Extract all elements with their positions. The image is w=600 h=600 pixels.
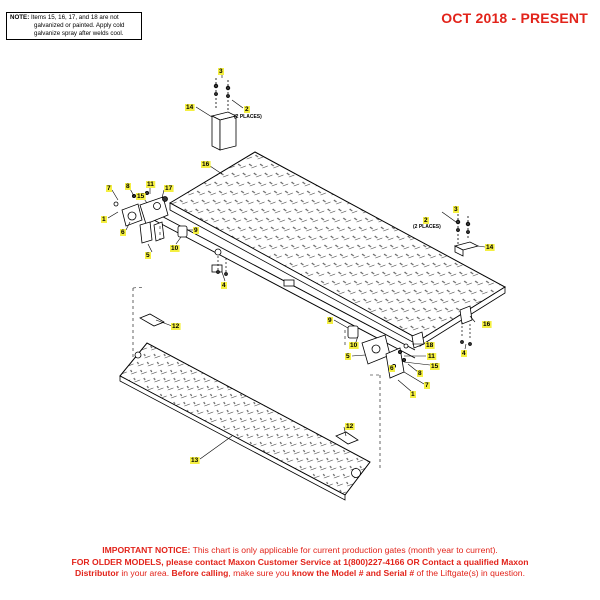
callout-highlight: [389, 365, 395, 372]
callout-highlight: [190, 457, 200, 464]
callout-highlight: [244, 106, 250, 113]
callout-highlight: [453, 206, 459, 213]
callout-highlight: [106, 185, 112, 192]
hinge-pins: [139, 313, 359, 445]
callout-12-bottom: 12: [346, 423, 354, 430]
notice-line-2: FOR OLDER MODELS, please contact Maxon C…: [0, 557, 600, 569]
stow-brackets: [210, 78, 480, 257]
callout-6-right: 6: [390, 365, 394, 372]
callout-highlight: [164, 185, 174, 192]
callout-highlight: [461, 350, 467, 357]
callout-9-left: 9: [194, 227, 198, 234]
callout-highlight: [193, 227, 199, 234]
callout-highlight: [427, 353, 437, 360]
left-hinge-assembly: [113, 190, 188, 244]
callout-highlight: [136, 193, 146, 200]
callout-highlight: [221, 282, 227, 289]
callout-11-left: 11: [147, 181, 154, 188]
callout-labels: 3 2 (2 PLACES) 14 16 7 8 11 15 17 1 6 5 …: [101, 68, 495, 464]
note-text-1: Items 15, 16, 17, and 18 are not: [30, 14, 119, 21]
callout-18: 18: [426, 342, 434, 349]
callout-16-right: 16: [483, 321, 491, 328]
callout-highlight: [170, 245, 180, 252]
date-range-title: OCT 2018 - PRESENT: [441, 10, 588, 26]
callout-highlight: [171, 323, 181, 330]
callout-14-left: 14: [186, 104, 194, 111]
assembly-lines: [132, 226, 381, 470]
notice-line-2-text: FOR OLDER MODELS, please contact Maxon C…: [71, 556, 529, 567]
callout-highlight: [345, 353, 351, 360]
callout-7-right: 7: [425, 382, 429, 389]
note-line-1: NOTE: Items 15, 16, 17, and 18 are not: [10, 14, 138, 22]
callout-17: 17: [165, 185, 173, 192]
notice-line-3: Distributor in your area. Before calling…: [0, 568, 600, 580]
callout-13: 13: [191, 457, 199, 464]
callout-4-left: 4: [222, 282, 226, 289]
notice-line-3-c: of the Liftgate(s) in question.: [414, 568, 525, 578]
notice-line-1: IMPORTANT NOTICE: This chart is only app…: [0, 545, 600, 557]
callout-12-top: 12: [172, 323, 180, 330]
callout-14-right: 14: [486, 244, 494, 251]
right-hinge-assembly: [211, 248, 473, 379]
callout-8-left: 8: [126, 183, 130, 190]
callout-9-right: 9: [328, 317, 332, 324]
callout-highlight: [145, 252, 151, 259]
callout-highlight: [146, 181, 156, 188]
callout-5-right: 5: [346, 353, 350, 360]
callout-15-left: 15: [137, 193, 145, 200]
callout-11-right: 11: [428, 353, 435, 360]
callout-highlight: [482, 321, 492, 328]
callout-highlight: [425, 342, 435, 349]
callout-highlight: [485, 244, 495, 251]
callout-15-right: 15: [431, 363, 439, 370]
callout-highlight: [218, 68, 224, 75]
notice-before-calling: Before calling: [171, 568, 229, 578]
callout-3-right: 3: [454, 206, 458, 213]
callout-highlight: [120, 229, 126, 236]
notice-heading: IMPORTANT NOTICE:: [102, 545, 191, 555]
callout-16-top: 16: [202, 161, 210, 168]
callout-2-right: 2: [424, 217, 428, 224]
callout-highlight: [349, 342, 359, 349]
callout-highlight: [417, 370, 423, 377]
note-box: NOTE: Items 15, 16, 17, and 18 are not g…: [6, 12, 142, 40]
flipover-platform: [119, 342, 371, 501]
note-text-2: galvanized or painted. Apply cold: [34, 22, 125, 29]
callout-highlight: [185, 104, 195, 111]
notice-distributor: Distributor: [75, 568, 119, 578]
notice-line-3-a: in your area.: [118, 568, 172, 578]
callout-8-right: 8: [418, 370, 422, 377]
callout-highlight: [201, 161, 211, 168]
note-label: NOTE:: [10, 14, 30, 21]
callout-highlight: [345, 423, 355, 430]
callout-10-left: 10: [171, 245, 179, 252]
callout-highlight: [424, 382, 430, 389]
notice-line-1-text: This chart is only applicable for curren…: [190, 545, 498, 555]
callout-highlight: [423, 217, 429, 224]
callout-3-top-left: 3: [219, 68, 223, 75]
callout-6-left: 6: [121, 229, 125, 236]
callout-10-right: 10: [350, 342, 358, 349]
callout-highlight: [327, 317, 333, 324]
notice-model-serial: know the Model # and Serial #: [291, 568, 415, 578]
important-notice: IMPORTANT NOTICE: This chart is only app…: [0, 545, 600, 580]
callout-highlight: [410, 391, 416, 398]
callout-1-left: 1: [102, 216, 106, 223]
callout-2-top-left: 2: [245, 106, 249, 113]
callout-places-top-left: (2 PLACES): [234, 114, 262, 120]
callout-highlight: [430, 363, 440, 370]
callout-7-left: 7: [107, 185, 111, 192]
callout-highlight: [125, 183, 131, 190]
callout-4-right: 4: [462, 350, 466, 357]
callout-highlight: [101, 216, 107, 223]
callout-places-right: (2 PLACES): [413, 224, 441, 230]
callout-5-left: 5: [146, 252, 150, 259]
note-text-3: galvanize spray after welds cool.: [34, 30, 124, 37]
notice-line-3-b: , make sure you: [228, 568, 292, 578]
callout-1-right: 1: [411, 391, 415, 398]
bolts: [216, 256, 472, 346]
